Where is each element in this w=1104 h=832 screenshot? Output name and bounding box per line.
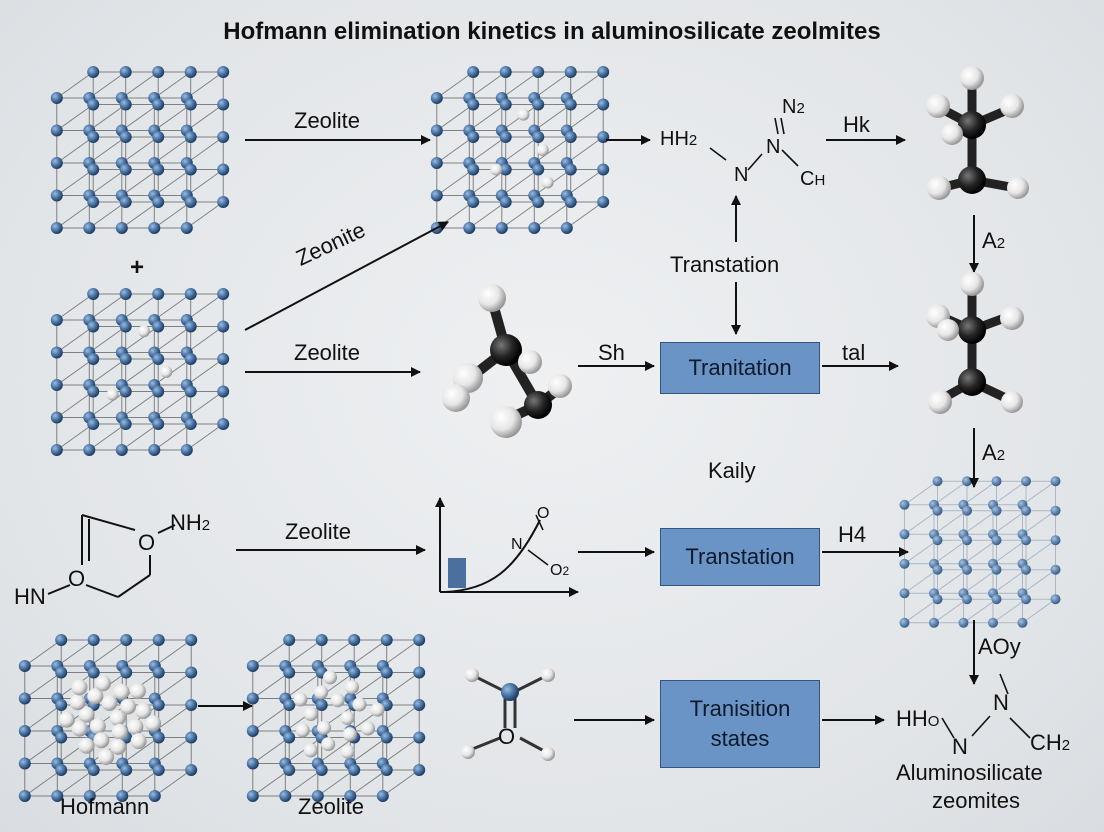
chem-prod-hh: HHO <box>896 706 940 731</box>
label-zeolite-bottom: Zeolite <box>298 794 365 819</box>
label-a2-2: A2 <box>982 440 1006 465</box>
chem-top-n: N <box>734 164 749 186</box>
zeolite-lattice-icon <box>246 634 426 802</box>
chem-prod-ch2: CH2 <box>1030 730 1071 755</box>
chem-prod-n1: N <box>952 734 968 759</box>
chem-top-hh2: HH2 <box>660 128 698 150</box>
chem-top-ch: CH <box>800 168 826 190</box>
box-transtation: Transtation <box>660 528 820 586</box>
chem-top-n-right: N <box>766 136 781 158</box>
label-sh: Sh <box>598 340 625 365</box>
zeolite-lattice-icon <box>430 66 610 234</box>
plus-sign: + <box>130 254 145 281</box>
label-hofmann: Hofmann <box>60 794 150 819</box>
chem-prod-n2: N <box>993 690 1009 715</box>
chem-ring-nh2: NH2 <box>170 510 211 535</box>
label-zeolite-2: Zeolite <box>294 340 361 365</box>
arrow-zeonite <box>244 221 449 331</box>
product-molecule-bonds <box>941 673 1031 739</box>
chem-ring-o2: O <box>68 566 86 591</box>
molecule-icon <box>461 668 555 761</box>
reaction-arrows <box>198 135 979 725</box>
zeolite-lattice-icon <box>50 66 230 234</box>
mini-plot-icon <box>435 497 579 597</box>
label-h4: H4 <box>838 522 867 547</box>
zeolite-lattice-icon <box>18 634 198 802</box>
zeolite-lattice-icon <box>899 476 1061 628</box>
box-tranitation: Tranitation <box>660 342 820 394</box>
box-transition-line1: Tranisition <box>689 696 791 721</box>
molecule-icon <box>926 272 1024 414</box>
chem-mol-o: O <box>498 724 516 749</box>
label-kaily: Kaily <box>708 458 756 483</box>
molecule-icon <box>926 66 1029 200</box>
box-transition-line2: states <box>710 726 770 751</box>
label-hk: Hk <box>843 112 870 137</box>
chem-top-n2: N2 <box>782 96 805 118</box>
zeolite-lattice-icon <box>50 288 230 456</box>
label-zeolite-1: Zeolite <box>294 108 361 133</box>
chem-plot-n: N <box>511 536 523 553</box>
label-zeolite-3: Zeolite <box>285 519 352 544</box>
chem-plot-o2: O2 <box>550 562 570 579</box>
label-transtation: Transtation <box>670 252 780 277</box>
label-tal: tal <box>842 340 866 365</box>
top-molecule-bonds <box>709 117 799 171</box>
molecule-icon <box>442 284 572 438</box>
box-transition-states: Tranisition states <box>660 680 820 768</box>
chem-plot-o: O <box>537 505 550 522</box>
chem-ring-hn: HN <box>14 584 46 609</box>
label-aoy: AOy <box>978 634 1021 659</box>
label-a2-1: A2 <box>982 228 1006 253</box>
label-product-line2: zeomites <box>932 788 1021 813</box>
ring-structure <box>47 514 176 598</box>
chem-ring-o1: O <box>138 530 156 555</box>
label-product-line1: Aluminosilicate <box>896 760 1043 785</box>
diagram-title: Hofmann elimination kinetics in aluminos… <box>223 18 881 45</box>
